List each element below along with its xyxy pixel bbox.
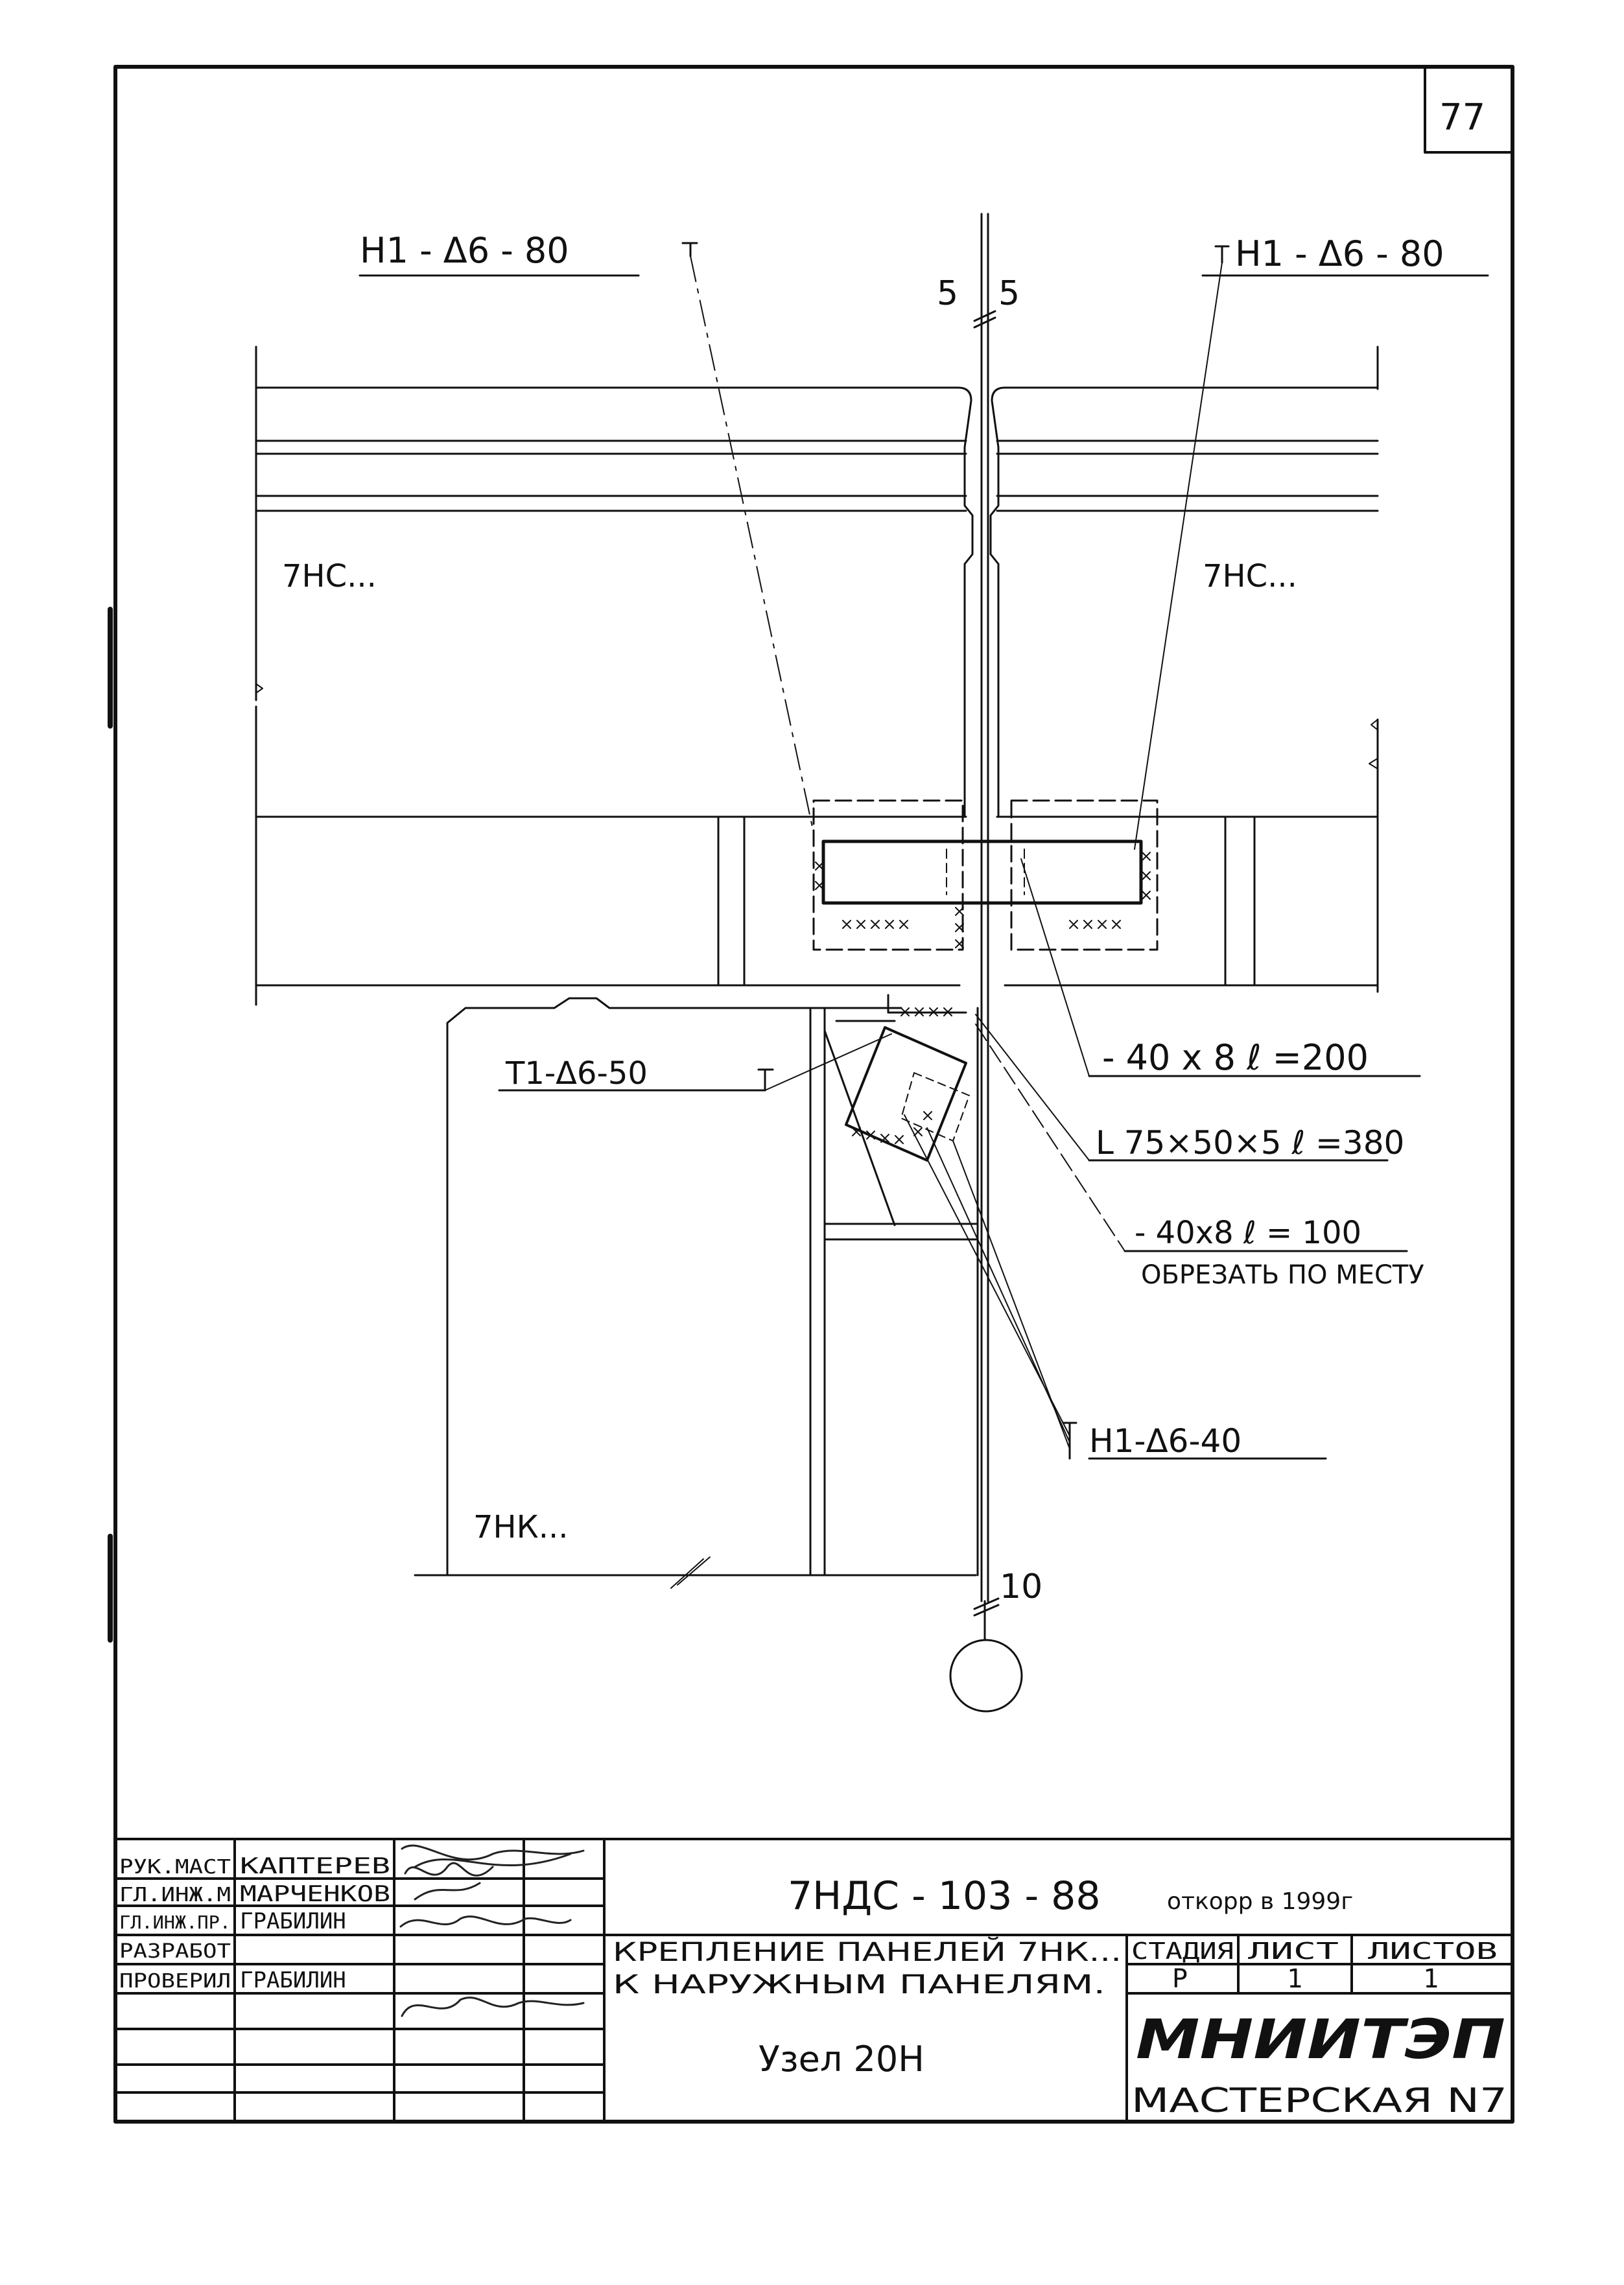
drawing-frame	[113, 65, 1514, 2124]
cut-note: ОБРЕЗАТЬ ПО МЕСТУ	[1141, 1260, 1424, 1290]
name-marchenkov: МАРЧЕНКОВ	[240, 1881, 390, 1907]
section-mark-right: 5	[998, 274, 1020, 313]
title-block	[114, 1838, 1514, 2123]
sheet-header: ЛИСТ	[1248, 1938, 1339, 1965]
role-proveril: ПРОВЕРИЛ	[119, 1970, 231, 1993]
organization-name: МНИИТЭП	[1136, 2008, 1505, 2071]
signature-marchenkov	[404, 1862, 494, 1901]
embedded-plate-left	[812, 799, 964, 951]
panel-label-right: 7НС...	[1203, 558, 1297, 594]
role-razrabot: РАЗРАБОТ	[119, 1940, 231, 1963]
panel-label-bottom: 7НК...	[473, 1509, 568, 1545]
drawing-title-line2: К НАРУЖНЫМ ПАНЕЛЯМ.	[613, 1970, 1105, 2000]
weld-label-bottom: Н1-Δ6-40	[1089, 1422, 1242, 1460]
name-kaptarev: КАПТЕРЕВ	[240, 1853, 390, 1879]
sheets-value: 1	[1423, 1964, 1439, 1994]
doc-code: 7НДС - 103 - 88	[788, 1873, 1101, 1919]
embedded-plate-right	[1010, 799, 1159, 951]
connecting-plate	[821, 839, 1143, 905]
section-mark-left: 5	[937, 274, 958, 313]
role-gl-inzh-m: ГЛ.ИНЖ.М	[119, 1884, 231, 1906]
role-gl-inzh-pr: ГЛ.ИНЖ.ПР.	[119, 1912, 231, 1933]
stage-header: СТАДИЯ	[1131, 1938, 1234, 1965]
correction-note: откорр в 1999г	[1167, 1888, 1353, 1915]
signature-grabilin-2	[401, 1997, 585, 2017]
workshop-name: МАСТЕРСКАЯ N7	[1131, 2081, 1507, 2120]
stage-value: Р	[1172, 1964, 1188, 1994]
lower-panel-7nk	[414, 997, 979, 1589]
drawing-title-line1: КРЕПЛЕНИЕ ПАНЕЛЕЙ 7НК...	[613, 1936, 1122, 1967]
plate-label-200: - 40 х 8 ℓ =200	[1102, 1037, 1369, 1078]
sheet-number: 77	[1439, 97, 1485, 139]
axis-line	[973, 213, 1000, 1641]
panel-label-left: 7НС...	[282, 558, 377, 594]
signature-grabilin-1	[399, 1916, 572, 1928]
weld-label-top-right: Н1 - Δ6 - 80	[1235, 233, 1444, 274]
sheet-value: 1	[1287, 1964, 1302, 1994]
axis-offset-label: 10	[1000, 1567, 1042, 1606]
sheet-number-box	[1424, 67, 1514, 154]
node-label: Узел 20Н	[759, 2039, 924, 2080]
axis-bubble	[949, 1639, 1023, 1713]
weld-label-top-left: Н1 - Δ6 - 80	[360, 230, 569, 271]
name-grabilin-2: ГРАБИЛИН	[240, 1967, 346, 1993]
name-grabilin-1: ГРАБИЛИН	[240, 1908, 346, 1934]
angle-label: L 75×50×5 ℓ =380	[1096, 1124, 1404, 1162]
signatures	[399, 1844, 585, 2017]
signature-kaptarev	[401, 1844, 585, 1868]
plate-label-100: - 40х8 ℓ = 100	[1135, 1215, 1361, 1251]
angle-bracket	[887, 994, 967, 1014]
sheets-header: ЛИСТОВ	[1368, 1938, 1498, 1965]
upper-panel-7nc	[255, 346, 1379, 1006]
weld-label-t1: Т1-Δ6-50	[505, 1055, 648, 1092]
role-ruk-mast: РУК.МАСТ	[119, 1856, 231, 1879]
